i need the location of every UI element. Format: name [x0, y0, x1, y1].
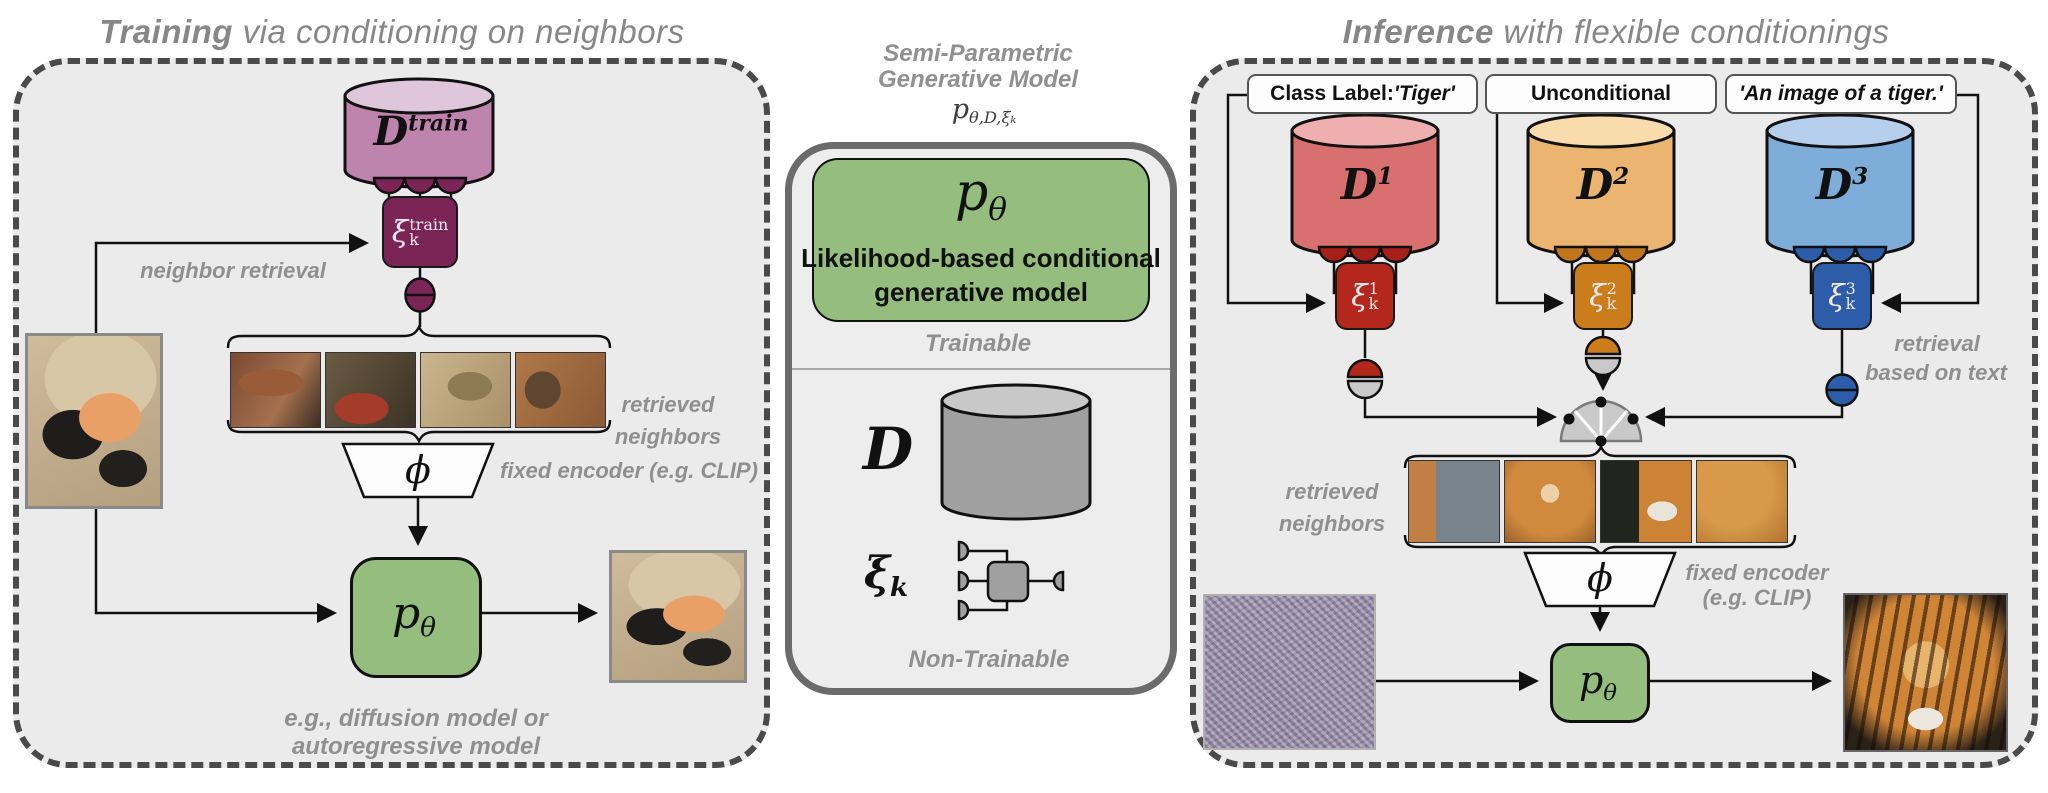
trainable-p-theta-label: pθ	[954, 163, 1008, 228]
middle-title-line1: Semi-Parametric	[883, 40, 1073, 67]
model-examples-caption-line2: autoregressive model	[291, 733, 541, 760]
database-3-label: D3	[1815, 160, 1869, 209]
retrieved-neighbors-label-line2: neighbors	[1278, 511, 1386, 536]
model-p-theta-label: pθ	[391, 588, 437, 643]
database-symbol: D	[862, 415, 914, 483]
model-p-theta-label: pθ	[1578, 658, 1618, 706]
training-title-bold: Training	[99, 13, 233, 50]
database-2-label: D2	[1576, 160, 1630, 209]
fixed-encoder-label-line2: (e.g. CLIP)	[1702, 585, 1812, 610]
retrieved-neighbor-image	[1696, 460, 1788, 543]
generative-model-box	[1550, 643, 1650, 723]
training-title-rest: via conditioning on neighbors	[232, 13, 685, 50]
retrieval-based-on-text-line1: retrieval	[1894, 331, 1980, 356]
encoder-phi-symbol: ϕ	[405, 448, 431, 492]
retrieved-neighbor-image	[230, 352, 321, 428]
middle-title-line2: Generative Model	[877, 66, 1079, 93]
retrieved-neighbor-image	[515, 352, 606, 428]
encoder-phi-symbol: ϕ	[1587, 556, 1613, 600]
train-database-label: Dtrain	[373, 108, 469, 155]
inference-title: Inference with flexible conditionings	[1343, 13, 1890, 51]
training-title: Training via conditioning on neighbors	[99, 13, 684, 51]
retrieved-neighbor-image	[420, 352, 511, 428]
inference-title-rest: with flexible conditionings	[1493, 13, 1890, 50]
generated-image	[609, 550, 747, 683]
query-image	[25, 333, 163, 509]
neighbor-retrieval-label: neighbor retrieval	[140, 258, 326, 283]
retrieved-neighbor-image	[1504, 460, 1596, 543]
semi-parametric-formula: pθ,D,ξₖ	[951, 94, 1017, 127]
model-examples-caption-line1: e.g., diffusion model or	[284, 705, 548, 732]
noise-input-image	[1203, 594, 1376, 750]
selector-symbol: ξk	[863, 548, 909, 603]
fixed-encoder-label: fixed encoder (e.g. CLIP)	[500, 458, 758, 483]
generative-model-box	[350, 557, 482, 678]
fixed-encoder-label-line1: fixed encoder	[1685, 560, 1829, 585]
non-trainable-label: Non-Trainable	[908, 646, 1070, 673]
retrieved-neighbor-image	[1600, 460, 1692, 543]
retrieved-neighbor-image	[325, 352, 416, 428]
inference-title-bold: Inference	[1342, 13, 1494, 50]
retrieved-neighbors-label-line1: retrieved	[621, 392, 715, 417]
generated-image	[1843, 593, 2008, 752]
database-1-label: D1	[1340, 160, 1394, 209]
retrieval-based-on-text-line2: based on text	[1865, 360, 2007, 385]
trainable-desc-line2: generative model	[874, 277, 1088, 307]
conditioning-box-unconditional: Unconditional	[1485, 74, 1717, 114]
conditioning-box-text-prompt: 'An image of a tiger.'	[1725, 74, 1957, 114]
retrieved-neighbors-label-line2: neighbors	[614, 424, 722, 449]
conditioning-box-class-label: Class Label: 'Tiger'	[1247, 74, 1478, 114]
trainable-model-box	[812, 158, 1150, 322]
trainable-desc-line1: Likelihood-based conditional	[801, 243, 1161, 273]
retrieved-neighbors-label-line1: retrieved	[1285, 479, 1379, 504]
trainable-nontrainable-divider	[792, 368, 1170, 370]
trainable-label: Trainable	[924, 330, 1032, 357]
retrieved-neighbor-image	[1408, 460, 1500, 543]
